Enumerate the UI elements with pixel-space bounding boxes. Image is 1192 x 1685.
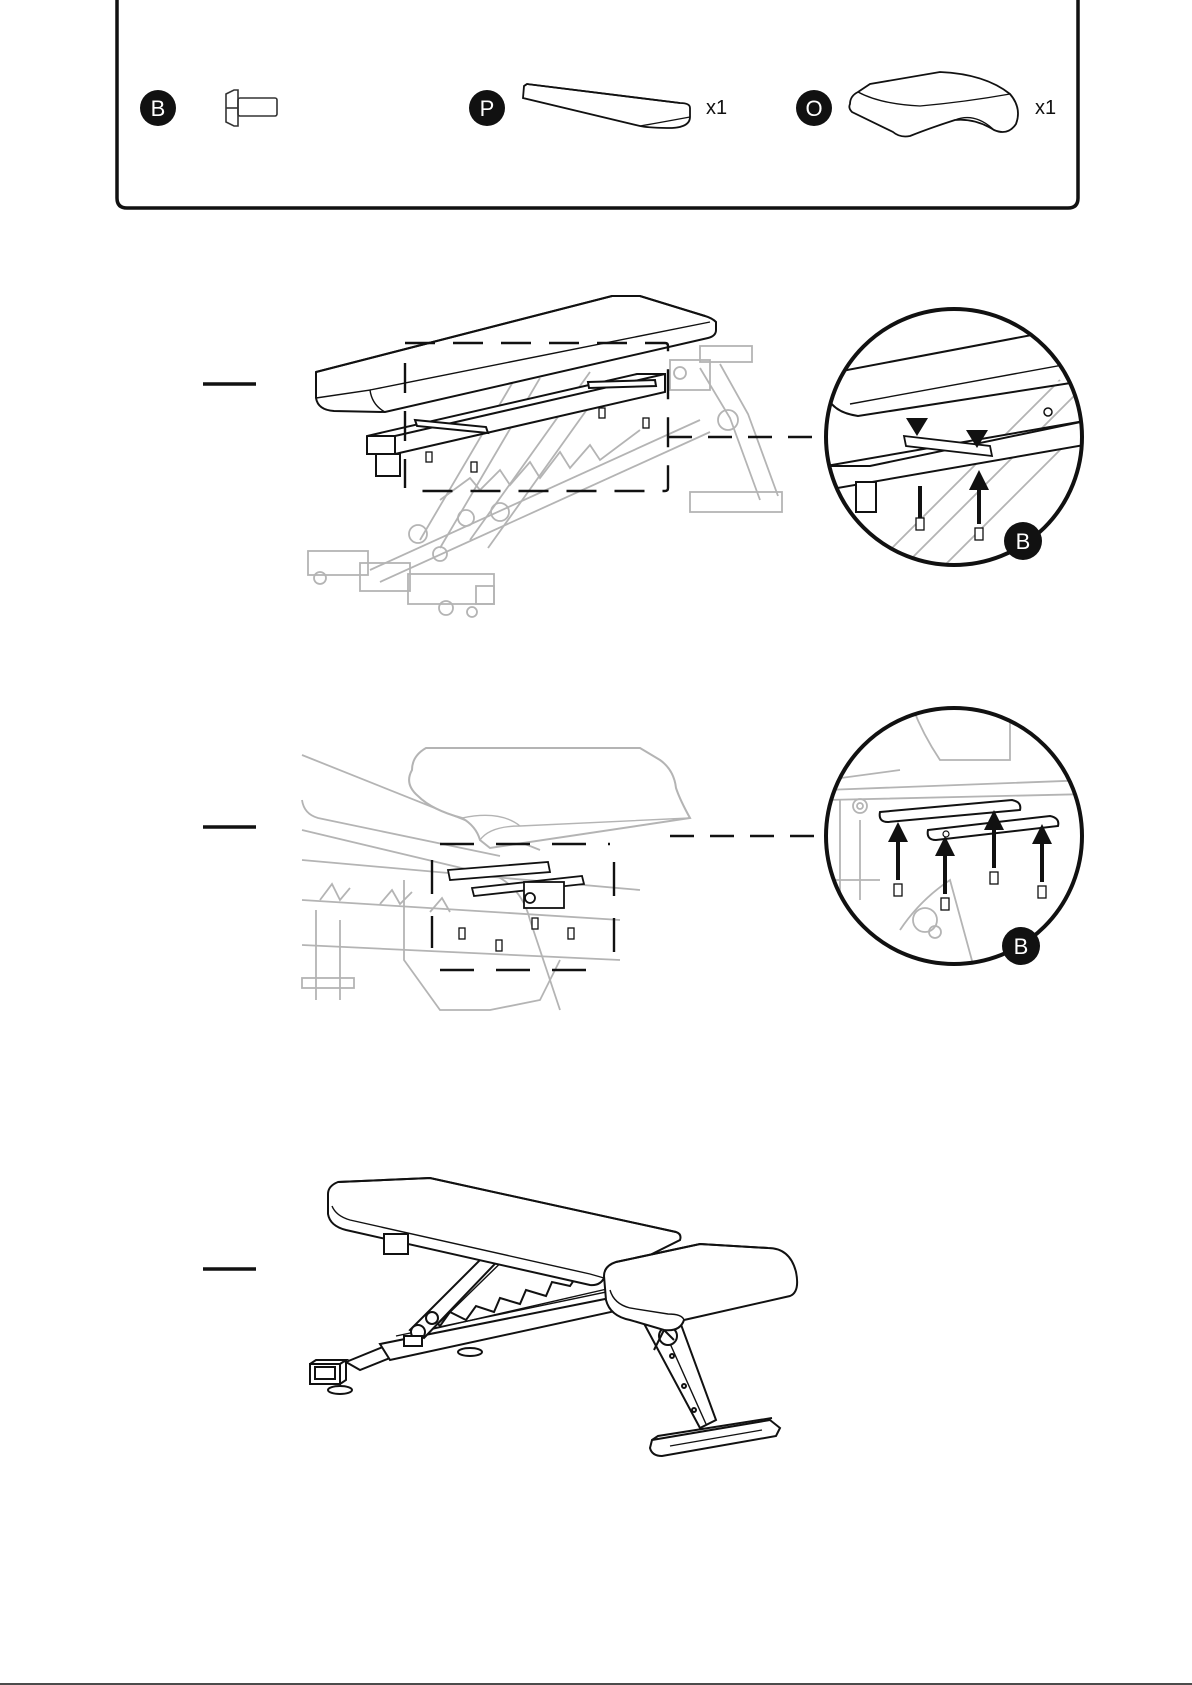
part-o-qty: x1 xyxy=(1035,97,1056,119)
part-b: B xyxy=(140,90,277,126)
step-2-detail-frame xyxy=(432,844,614,970)
part-o: O x1 xyxy=(796,72,1056,137)
seat-pad-icon xyxy=(849,72,1018,137)
step-1-zoom-view: B xyxy=(826,309,1090,580)
bolt-icon xyxy=(226,90,277,126)
parts-box: B P x1 O xyxy=(117,0,1078,208)
assembled-bench-illustration xyxy=(310,1178,797,1456)
part-p-qty: x1 xyxy=(706,97,727,119)
back-pad-icon xyxy=(523,84,690,128)
step-2-zoom-view: B xyxy=(826,700,1090,990)
step-2: B xyxy=(203,700,1090,1010)
part-p-letter: P xyxy=(480,96,495,121)
step-2-part-letter: B xyxy=(1014,934,1029,959)
step-1-part-letter: B xyxy=(1016,529,1031,554)
part-p: P x1 xyxy=(469,84,727,128)
part-b-letter: B xyxy=(151,96,166,121)
step-3 xyxy=(203,1178,797,1456)
part-o-letter: O xyxy=(805,96,822,121)
step-2-seat-pad xyxy=(409,748,690,848)
step-1: B xyxy=(203,296,1090,617)
step-2-bolts xyxy=(459,918,574,951)
step-2-brackets xyxy=(448,862,584,908)
